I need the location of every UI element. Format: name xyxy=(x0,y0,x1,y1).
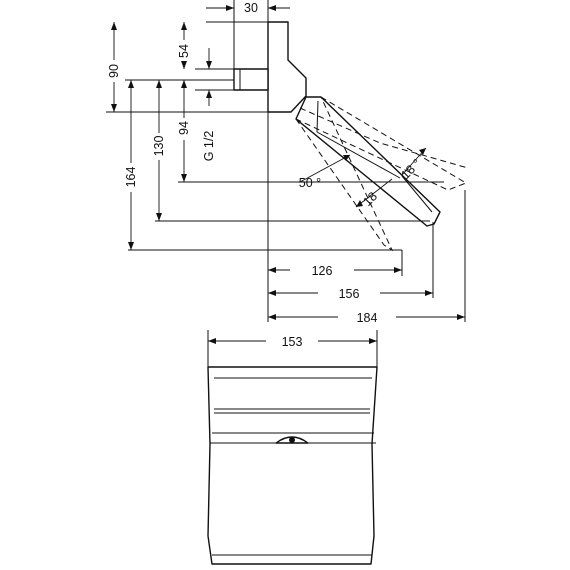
dim-label-184: 184 xyxy=(357,311,378,325)
angle-label-50: 50 ° xyxy=(299,176,321,190)
dim-label-30: 30 xyxy=(244,1,258,15)
angle-label-18-left: 18 xyxy=(360,189,380,209)
release-button-dot xyxy=(289,437,295,443)
dim-label-153: 153 xyxy=(282,335,303,349)
dim-label-54: 54 xyxy=(177,44,191,58)
outlet-connector xyxy=(233,68,269,91)
dim-label-126: 126 xyxy=(312,264,333,278)
dim-label-156: 156 xyxy=(339,287,360,301)
wall-bracket xyxy=(267,21,307,113)
shower-position-dashed-up xyxy=(295,96,468,191)
dim-label-164: 164 xyxy=(124,167,138,188)
dim-label-130: 130 xyxy=(152,136,166,157)
thread-label: G 1/2 xyxy=(202,131,216,162)
dim-label-94: 94 xyxy=(177,121,191,135)
front-body xyxy=(207,366,378,565)
dim-label-90: 90 xyxy=(107,64,121,78)
